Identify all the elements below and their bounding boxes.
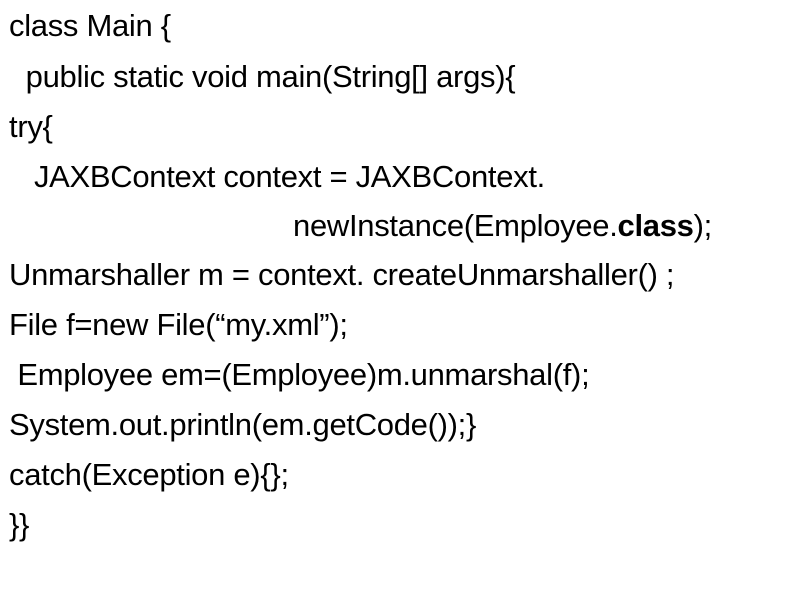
code-line-4: JAXBContext context = JAXBContext. (9, 159, 545, 194)
class-keyword: class (617, 208, 694, 243)
code-line-8: Employee em=(Employee)m.unmarshal(f); (9, 357, 590, 392)
code-line-3: try{ (9, 109, 53, 144)
code-line-5-tail: ); (693, 208, 713, 243)
code-line-5: newInstance(Employee.class); (293, 208, 712, 244)
code-line-2: public static void main(String[] args){ (9, 59, 516, 94)
code-line-9: System.out.println(em.getCode());} (9, 407, 477, 442)
code-line-1: class Main { (9, 8, 171, 43)
code-line-10: catch(Exception e){}; (9, 457, 289, 492)
code-line-5-text: newInstance(Employee. (293, 208, 618, 243)
code-line-11: }} (9, 507, 30, 542)
code-line-6: Unmarshaller m = context. createUnmarsha… (9, 257, 675, 292)
code-line-7: File f=new File(“my.xml”); (9, 307, 348, 342)
